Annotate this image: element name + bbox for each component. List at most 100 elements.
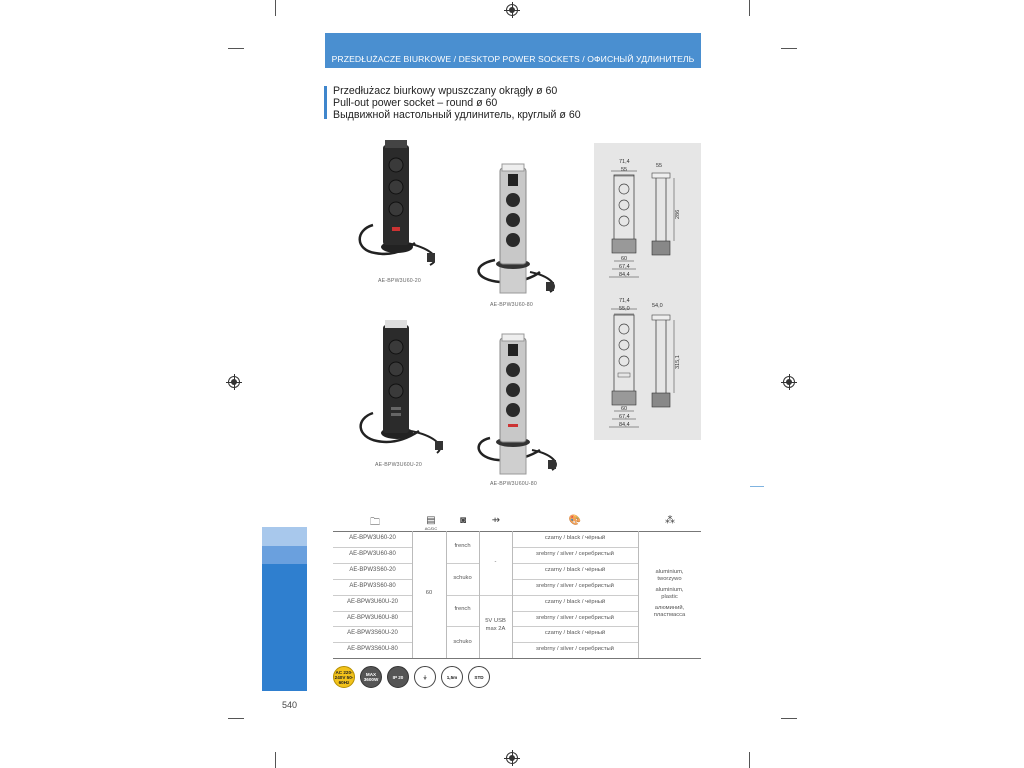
title-en: Pull-out power socket – round ø 60 bbox=[333, 97, 498, 109]
product-code: AE-BPW3U60-20 bbox=[349, 535, 396, 541]
row-divider bbox=[512, 594, 638, 596]
sidebar-color-block bbox=[262, 527, 307, 546]
usb-value: max 2A bbox=[485, 626, 506, 632]
dimension-label: 55,0 bbox=[619, 306, 630, 312]
dimension-label: 84,4 bbox=[619, 422, 630, 428]
dimension-label: 55 bbox=[621, 167, 628, 173]
crop-mark bbox=[781, 48, 797, 49]
ip-rating-badge-icon: IP 20 bbox=[387, 666, 409, 688]
dimension-label: 71,4 bbox=[619, 159, 630, 165]
product-image-silver-tower-usb bbox=[477, 333, 557, 475]
material-value: aluminium, bbox=[655, 569, 684, 575]
margin-mark bbox=[750, 486, 764, 487]
dimension-label: 60 bbox=[621, 406, 628, 412]
row-divider bbox=[333, 642, 412, 644]
color-value: czarny / black / чёрный bbox=[544, 630, 606, 637]
crop-mark bbox=[749, 0, 750, 16]
row-divider bbox=[512, 626, 638, 628]
category-banner: PRZEDŁUŻACZE BIURKOWE / DESKTOP POWER SO… bbox=[325, 33, 701, 68]
title-accent-bar bbox=[324, 86, 327, 119]
color-palette-icon: 🎨 bbox=[568, 515, 582, 526]
crop-mark bbox=[228, 718, 244, 719]
registration-mark-icon bbox=[504, 2, 520, 18]
material-icon: ⁂ bbox=[665, 515, 675, 526]
crop-mark bbox=[275, 0, 276, 16]
material-value: алюминий, bbox=[654, 605, 685, 611]
registration-mark-icon bbox=[504, 750, 520, 766]
dimension-label: 60 bbox=[621, 256, 628, 262]
table-divider bbox=[479, 531, 480, 658]
product-caption: AE-BPW3U60-20 bbox=[378, 278, 421, 284]
dimension-label: 286 bbox=[675, 209, 681, 219]
row-divider bbox=[333, 578, 412, 580]
table-divider bbox=[446, 531, 447, 658]
cable-length-badge-icon: 1,5m bbox=[441, 666, 463, 688]
product-image-black-tower-usb bbox=[359, 320, 443, 454]
table-divider bbox=[638, 531, 639, 658]
socket-type-value: french bbox=[454, 543, 471, 549]
row-divider bbox=[512, 562, 638, 564]
folder-icon: 🗀 bbox=[370, 517, 380, 528]
standard-badge-icon: STD bbox=[468, 666, 490, 688]
socket-type-value: french bbox=[454, 606, 471, 612]
product-code: AE-BPW3S60-80 bbox=[349, 582, 396, 589]
registration-mark-icon bbox=[226, 374, 242, 390]
table-divider bbox=[512, 531, 513, 658]
material-value: пластмасса bbox=[653, 612, 686, 618]
row-divider bbox=[446, 562, 479, 564]
dimension-label: 84,4 bbox=[619, 272, 630, 278]
cable-length-icon: ▤ bbox=[426, 515, 436, 526]
max-power-badge-icon: MAX 3600W bbox=[360, 666, 382, 688]
product-caption: AE-BPW3U60U-20 bbox=[375, 462, 422, 468]
usb-icon: ⇸ bbox=[491, 515, 501, 526]
product-code: AE-BPW3S60U-80 bbox=[347, 646, 398, 653]
color-value: srebrny / silver / серебристый bbox=[536, 614, 614, 621]
sidebar-color-block bbox=[262, 546, 307, 564]
title-ru: Выдвижной настольный удлинитель, круглый… bbox=[333, 109, 581, 121]
crop-mark bbox=[275, 752, 276, 768]
row-divider bbox=[333, 562, 412, 564]
dimension-label: 71,4 bbox=[619, 298, 630, 304]
usb-value: - bbox=[494, 559, 497, 565]
table-rule bbox=[333, 531, 701, 532]
product-image-black-tower bbox=[358, 140, 435, 266]
dimension-label: 315,1 bbox=[675, 355, 681, 369]
page-number: 540 bbox=[282, 700, 298, 710]
material-value: plastic bbox=[661, 594, 678, 600]
color-value: czarny / black / чёрный bbox=[544, 598, 606, 605]
cable-length-sublabel: AC/DC bbox=[424, 526, 438, 531]
row-divider bbox=[512, 546, 638, 548]
dimension-label: 67,4 bbox=[619, 264, 630, 270]
row-divider bbox=[333, 610, 412, 612]
crop-mark bbox=[749, 752, 750, 768]
product-caption: AE-BPW3U60-80 bbox=[490, 302, 533, 308]
sidebar-color-block bbox=[262, 564, 307, 691]
dimension-label: 55 bbox=[656, 163, 663, 169]
row-divider bbox=[333, 594, 412, 596]
socket-type-value: schuko bbox=[453, 575, 472, 581]
color-value: czarny / black / чёрный bbox=[544, 566, 606, 573]
socket-type-value: schuko bbox=[453, 639, 472, 645]
color-value: czarny / black / чёрный bbox=[544, 535, 606, 541]
product-code: AE-BPW3S60U-20 bbox=[347, 630, 398, 637]
dimension-label: 67,4 bbox=[619, 414, 630, 420]
table-header: 🗀 ▤ ◙ ⇸ 🎨 ⁂ AC/DC bbox=[333, 512, 701, 532]
color-value: srebrny / silver / серебристый bbox=[536, 646, 614, 653]
title-pl: Przedłużacz biurkowy wpuszczany okrągły … bbox=[333, 85, 558, 97]
product-title: Przedłużacz biurkowy wpuszczany okrągły … bbox=[333, 85, 581, 121]
technical-drawing-lines bbox=[609, 170, 675, 428]
dimension-label: 54,0 bbox=[652, 303, 663, 309]
table-rule bbox=[333, 658, 701, 659]
socket-type-icon: ◙ bbox=[459, 515, 467, 526]
product-code: AE-BPW3S60-20 bbox=[349, 566, 396, 573]
row-divider bbox=[512, 642, 638, 644]
row-divider bbox=[333, 626, 412, 628]
row-divider bbox=[512, 610, 638, 612]
usb-value: 5V USB bbox=[485, 618, 506, 624]
voltage-badge-icon: AC 220-240V 50-60Hz bbox=[333, 666, 355, 688]
technical-drawing: 71,4 55 55 286 60 67,4 84,4 71,4 55,0 54… bbox=[594, 143, 701, 440]
material-value: aluminium, bbox=[655, 587, 684, 593]
product-caption: AE-BPW3U60U-80 bbox=[490, 481, 537, 487]
product-code: AE-BPW3U60U-20 bbox=[346, 598, 399, 605]
color-value: srebrny / silver / серебристый bbox=[536, 582, 614, 589]
